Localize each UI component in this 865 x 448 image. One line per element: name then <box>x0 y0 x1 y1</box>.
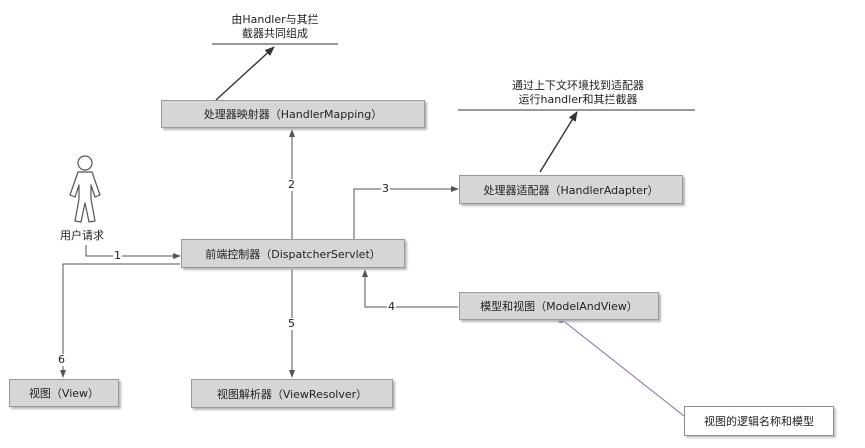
mav-logical-name-note[interactable]: 视图的逻辑名称和模型 <box>684 406 834 436</box>
mapping-note: 由Handler与其拦 截器共同组成 <box>212 13 338 41</box>
user-request-label: 用户请求 <box>60 229 104 242</box>
user-actor-icon <box>69 155 101 223</box>
step-label-3: 3 <box>381 182 390 195</box>
step-label-6: 6 <box>57 353 66 366</box>
step-label-1: 1 <box>113 249 122 262</box>
arrow-step-4 <box>362 269 458 308</box>
step-label-2: 2 <box>287 178 296 191</box>
mav-note-connector <box>560 318 685 417</box>
mapping-note-line-2: 截器共同组成 <box>242 27 308 40</box>
adapter-note-line-2: 运行handler和其拦截器 <box>518 93 638 106</box>
adapter-note-line-1: 通过上下文环境找到适配器 <box>512 79 644 92</box>
arrow-adapter-note <box>539 111 578 173</box>
view-node[interactable]: 视图（View） <box>9 379 119 407</box>
view-resolver-node[interactable]: 视图解析器（ViewResolver） <box>191 379 393 408</box>
handler-adapter-node[interactable]: 处理器适配器（HandlerAdapter） <box>459 175 683 204</box>
arrow-step-1 <box>85 245 181 259</box>
handler-mapping-node[interactable]: 处理器映射器（HandlerMapping） <box>161 100 425 128</box>
step-label-5: 5 <box>287 317 296 330</box>
arrow-step-3 <box>353 186 459 239</box>
step-label-4: 4 <box>387 300 396 313</box>
adapter-note: 通过上下文环境找到适配器 运行handler和其拦截器 <box>478 79 678 107</box>
arrow-step-6 <box>60 263 180 378</box>
arrow-mapping-note <box>215 46 275 101</box>
dispatcher-servlet-node[interactable]: 前端控制器（DispatcherServlet） <box>181 239 405 268</box>
model-and-view-node[interactable]: 模型和视图（ModelAndView） <box>459 292 659 320</box>
mapping-note-line-1: 由Handler与其拦 <box>231 13 319 26</box>
